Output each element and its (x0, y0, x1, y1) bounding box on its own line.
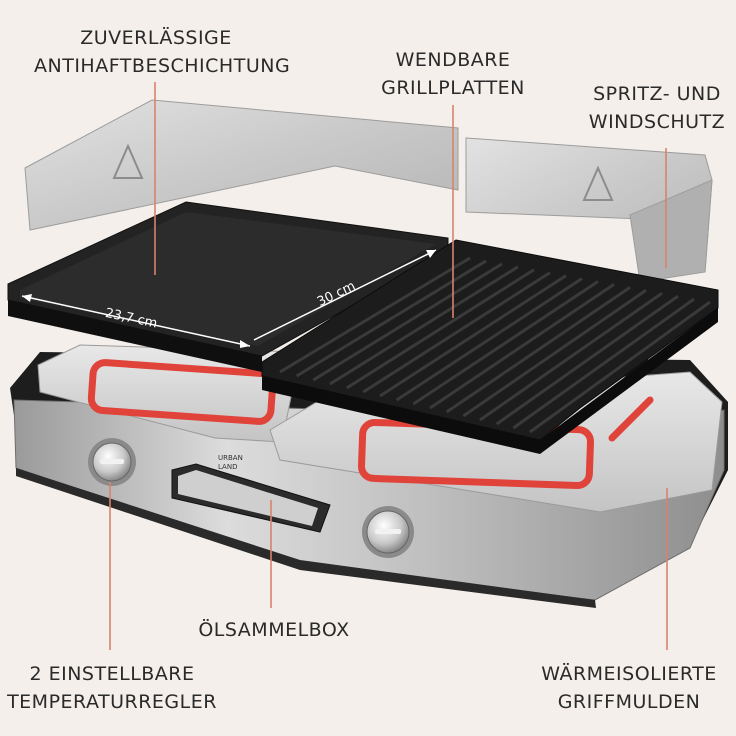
grill-rib (462, 289, 647, 418)
label-oil-collection-box: ÖLSAMMELBOX (194, 616, 354, 644)
label-line: ÖLSAMMELBOX (198, 619, 350, 641)
ribbed-grill-plate (261, 239, 719, 454)
warning-triangle-icon (112, 143, 614, 201)
brand-logo: URBAN LAND (218, 454, 243, 471)
label-line: ANTIHAFTBESCHICHTUNG (34, 55, 291, 77)
grill-rib (512, 297, 695, 430)
grill-rib (395, 277, 583, 402)
label-line: ZUVERLÄSSIGE (80, 27, 232, 49)
label-line: WINDSCHUTZ (588, 111, 726, 133)
temperature-knob-right (362, 506, 414, 558)
grill-rib (479, 291, 663, 422)
label-splash-wind-guard: SPRITZ- UND WINDSCHUTZ (582, 80, 732, 136)
grill-rib (295, 259, 487, 378)
oil-collection-box (171, 463, 331, 533)
grill-rib (529, 300, 711, 434)
label-temperature-regulators: 2 EINSTELLBARE TEMPERATURREGLER (4, 660, 220, 716)
grill-rib (362, 271, 551, 394)
label-reversible-plates: WENDBARE GRILLPLATTEN (368, 46, 538, 102)
label-line: 2 EINSTELLBARE (29, 663, 195, 685)
grill-rib (429, 283, 615, 410)
grill-rib (329, 265, 519, 386)
label-line: WENDBARE (395, 49, 511, 71)
label-line: GRIFFMULDEN (557, 691, 701, 713)
leader-lines (109, 82, 668, 650)
grill-rib (345, 268, 535, 390)
grill-rib (279, 256, 471, 374)
grill-rib (495, 294, 679, 426)
heating-element-left (87, 359, 277, 425)
svg-text:LAND: LAND (218, 463, 237, 471)
label-line: GRILLPLATTEN (381, 77, 525, 99)
label-line: WÄRMEISOLIERTE (541, 663, 717, 685)
grill-rib (412, 280, 599, 406)
temperature-knob-left (88, 438, 136, 486)
grill-rib (379, 274, 567, 398)
label-non-stick-coating: ZUVERLÄSSIGE ANTIHAFTBESCHICHTUNG (34, 24, 291, 80)
label-line: SPRITZ- UND (593, 83, 721, 105)
svg-text:URBAN: URBAN (218, 454, 243, 462)
grill-rib (312, 262, 503, 382)
grill-rib (445, 286, 631, 414)
label-insulated-grips: WÄRMEISOLIERTE GRIFFMULDEN (528, 660, 730, 716)
label-line: TEMPERATURREGLER (7, 691, 217, 713)
splash-wind-shield (24, 99, 713, 283)
